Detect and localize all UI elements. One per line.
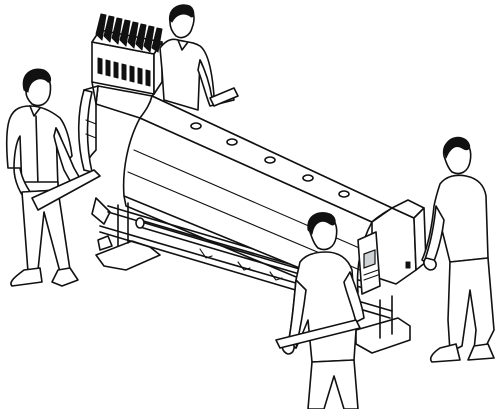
- person-left-shoe-left: [11, 268, 42, 286]
- printer-body: [79, 86, 426, 302]
- person-front-hair: [308, 213, 335, 234]
- right-leg-post: [380, 296, 392, 338]
- right-endcap-label: [406, 262, 410, 268]
- person-right: [422, 137, 494, 362]
- person-left-shirt-placket: [36, 116, 38, 186]
- person-back-collar: [178, 40, 188, 50]
- person-left: [7, 69, 100, 286]
- carrying-bar-left: [32, 170, 100, 210]
- person-left-shoe-right: [52, 268, 78, 286]
- roller-end-left: [136, 218, 144, 228]
- printer-handle-top: [210, 88, 238, 106]
- right-leg-foot: [356, 318, 410, 353]
- ink-cartridges: [96, 14, 162, 52]
- person-right-trousers: [448, 258, 494, 352]
- media-arm-left: [92, 198, 110, 224]
- left-leg-foot: [96, 241, 160, 270]
- person-left-hair: [23, 69, 50, 92]
- stand-brackets: [200, 249, 282, 280]
- carrying-bar-front: [276, 320, 360, 348]
- person-back-center: [160, 5, 238, 110]
- person-front-legs: [308, 360, 358, 409]
- media-clamp-left: [98, 236, 112, 250]
- ink-slots: [98, 58, 150, 86]
- printer-top-knobs: [191, 123, 349, 197]
- person-front: [276, 213, 364, 409]
- printer-stand: [92, 198, 410, 353]
- person-right-shoe-right: [468, 344, 494, 360]
- left-leg-post: [118, 203, 128, 246]
- control-panel-buttons: [364, 270, 378, 280]
- person-back-hair: [170, 5, 194, 22]
- person-right-shoe-left: [431, 344, 460, 362]
- left-endcap-vents: [86, 120, 96, 138]
- person-right-hair: [444, 137, 470, 158]
- person-right-hand: [424, 258, 436, 270]
- person-left-collar: [30, 106, 40, 116]
- control-panel-screen: [364, 250, 375, 268]
- ink-tank-mount: [92, 82, 154, 104]
